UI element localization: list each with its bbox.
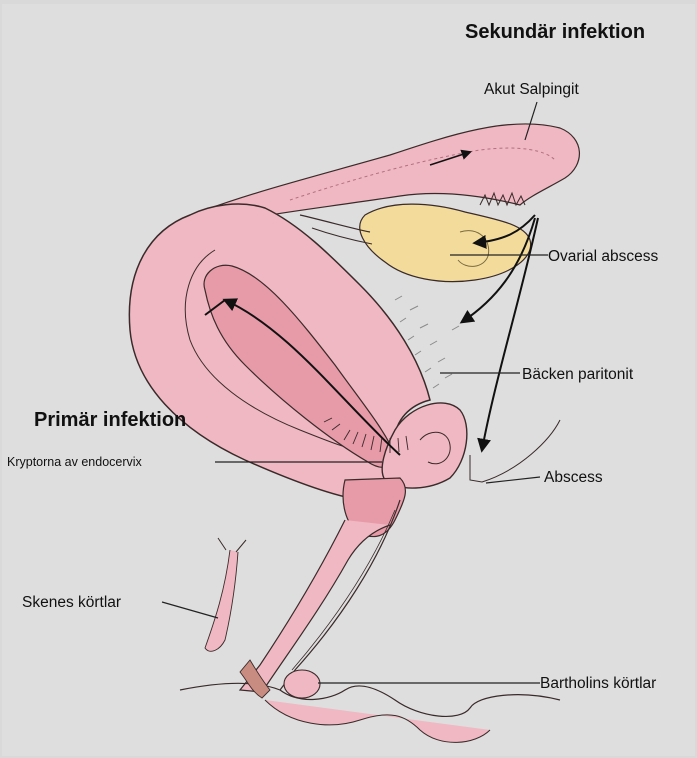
label-acute-salpingitis: Akut Salpingit [484, 81, 579, 98]
bartholin-gland [284, 670, 320, 698]
heading-primary-infection: Primär infektion [34, 409, 186, 431]
label-bartholins-glands: Bartholins körtlar [540, 675, 656, 692]
label-ovarian-abscess: Ovarial abscess [548, 248, 659, 265]
label-pelvic-peritonitis: Bäcken paritonit [522, 366, 634, 383]
label-abscess: Abscess [544, 469, 603, 486]
heading-secondary-infection: Sekundär infektion [465, 21, 645, 43]
label-skenes-glands: Skenes körtlar [22, 594, 121, 611]
label-endocervical-crypts: Kryptorna av endocervix [7, 455, 143, 469]
